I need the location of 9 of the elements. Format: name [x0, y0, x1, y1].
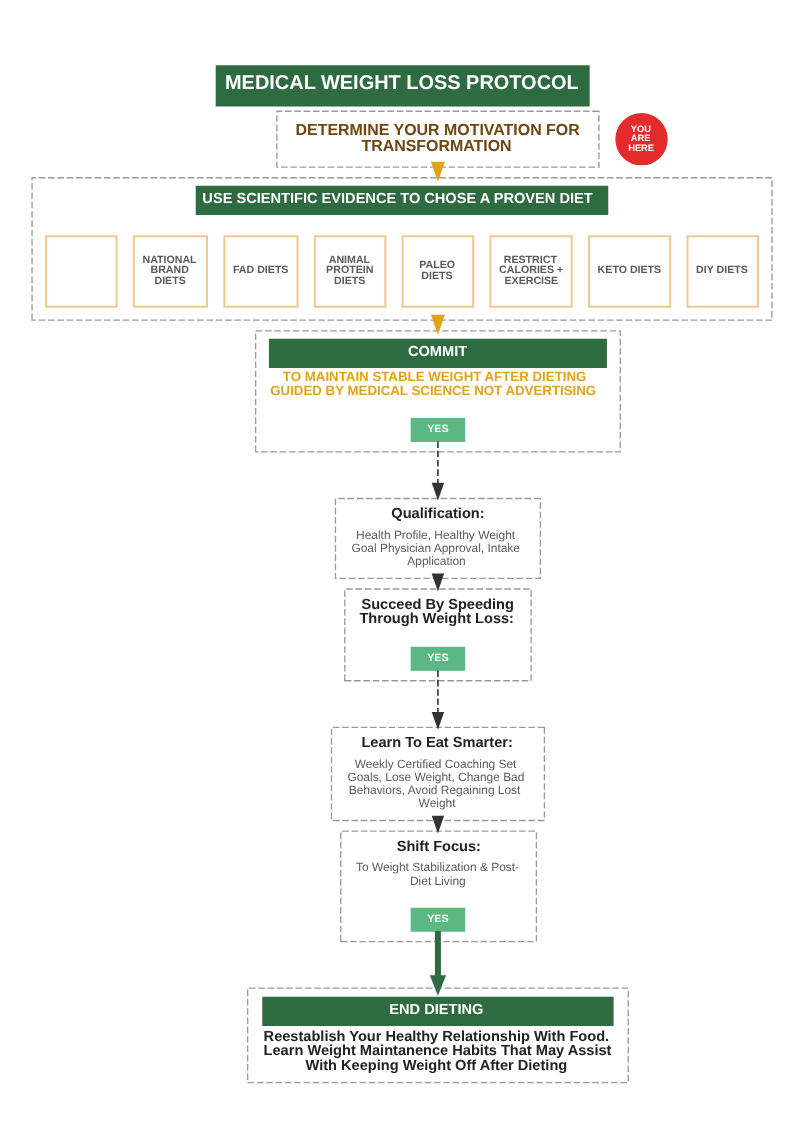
arrow	[431, 669, 445, 730]
node-box	[45, 235, 118, 308]
arrow	[429, 931, 446, 996]
arrow	[430, 161, 445, 182]
arrow	[431, 440, 445, 501]
node-box: END DIETING Reestablish Your Healthy Relationship With Food. Learn Weight Maintanence Habits That May Assist With Keeping Weight Off After Dieting	[246, 987, 629, 1084]
diagram-title: MEDICAL WEIGHT LOSS PROTOCOL	[225, 73, 579, 96]
arrow	[431, 573, 445, 592]
arrow	[430, 314, 445, 335]
